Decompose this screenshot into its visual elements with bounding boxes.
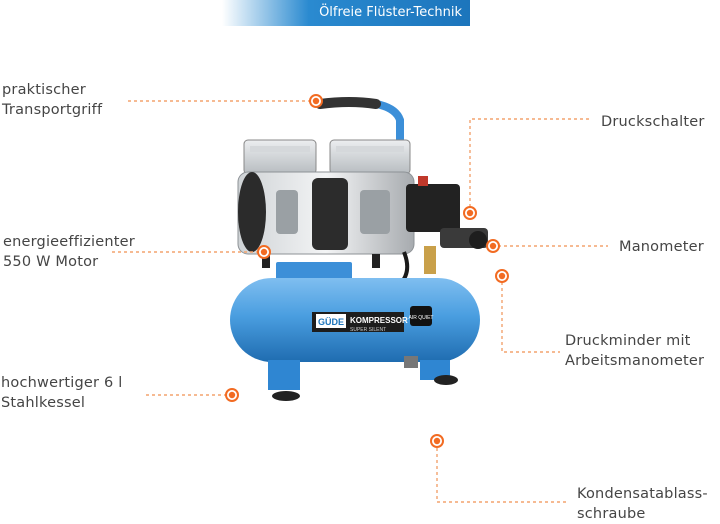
label-transportgriff-line2: Transportgriff bbox=[2, 102, 103, 118]
feature-banner: Ölfreie Flüster-Technik bbox=[222, 0, 470, 26]
subline-text: SUPER SILENT bbox=[350, 327, 386, 333]
label-motor-line1: energieeffizienter bbox=[3, 234, 135, 250]
brand-logo: GÜDE bbox=[318, 317, 344, 327]
label-kessel: hochwertiger 6 l Stahlkessel bbox=[1, 373, 122, 413]
label-druckminder-line2: Arbeitsmanometer bbox=[565, 353, 705, 369]
label-kessel-line2: Stahlkessel bbox=[1, 395, 86, 411]
callout-markers bbox=[225, 94, 509, 448]
label-motor-line2: 550 W Motor bbox=[3, 254, 99, 270]
label-manometer-line1: Manometer bbox=[619, 239, 704, 255]
motor bbox=[237, 171, 415, 255]
cylinder-heads bbox=[243, 139, 411, 175]
air-quiet-badge: AIR QUIET bbox=[408, 315, 433, 321]
label-motor: energieeffizienter 550 W Motor bbox=[3, 232, 135, 272]
label-druckschalter-line1: Druckschalter bbox=[601, 114, 705, 130]
label-druckschalter: Druckschalter bbox=[601, 112, 704, 132]
transport-handle bbox=[315, 97, 404, 154]
tank-feet bbox=[268, 356, 458, 401]
label-druckminder: Druckminder mit Arbeitsmanometer bbox=[565, 331, 704, 371]
label-kessel-line1: hochwertiger 6 l bbox=[1, 375, 123, 391]
label-transportgriff: praktischer Transportgriff bbox=[2, 80, 102, 120]
label-manometer: Manometer bbox=[619, 237, 704, 257]
label-druckminder-line1: Druckminder mit bbox=[565, 333, 691, 349]
pressure-switch bbox=[406, 176, 488, 274]
label-transportgriff-line1: praktischer bbox=[2, 82, 86, 98]
model-text: KOMPRESSOR bbox=[350, 316, 408, 325]
label-kondensat: Kondensatablass- schraube bbox=[577, 484, 708, 524]
callout-lines bbox=[112, 100, 608, 503]
label-kondensat-line1: Kondensatablass- bbox=[577, 486, 708, 502]
label-kondensat-line2: schraube bbox=[577, 506, 646, 522]
air-tank: GÜDE KOMPRESSOR SUPER SILENT AIR QUIET bbox=[230, 278, 480, 362]
